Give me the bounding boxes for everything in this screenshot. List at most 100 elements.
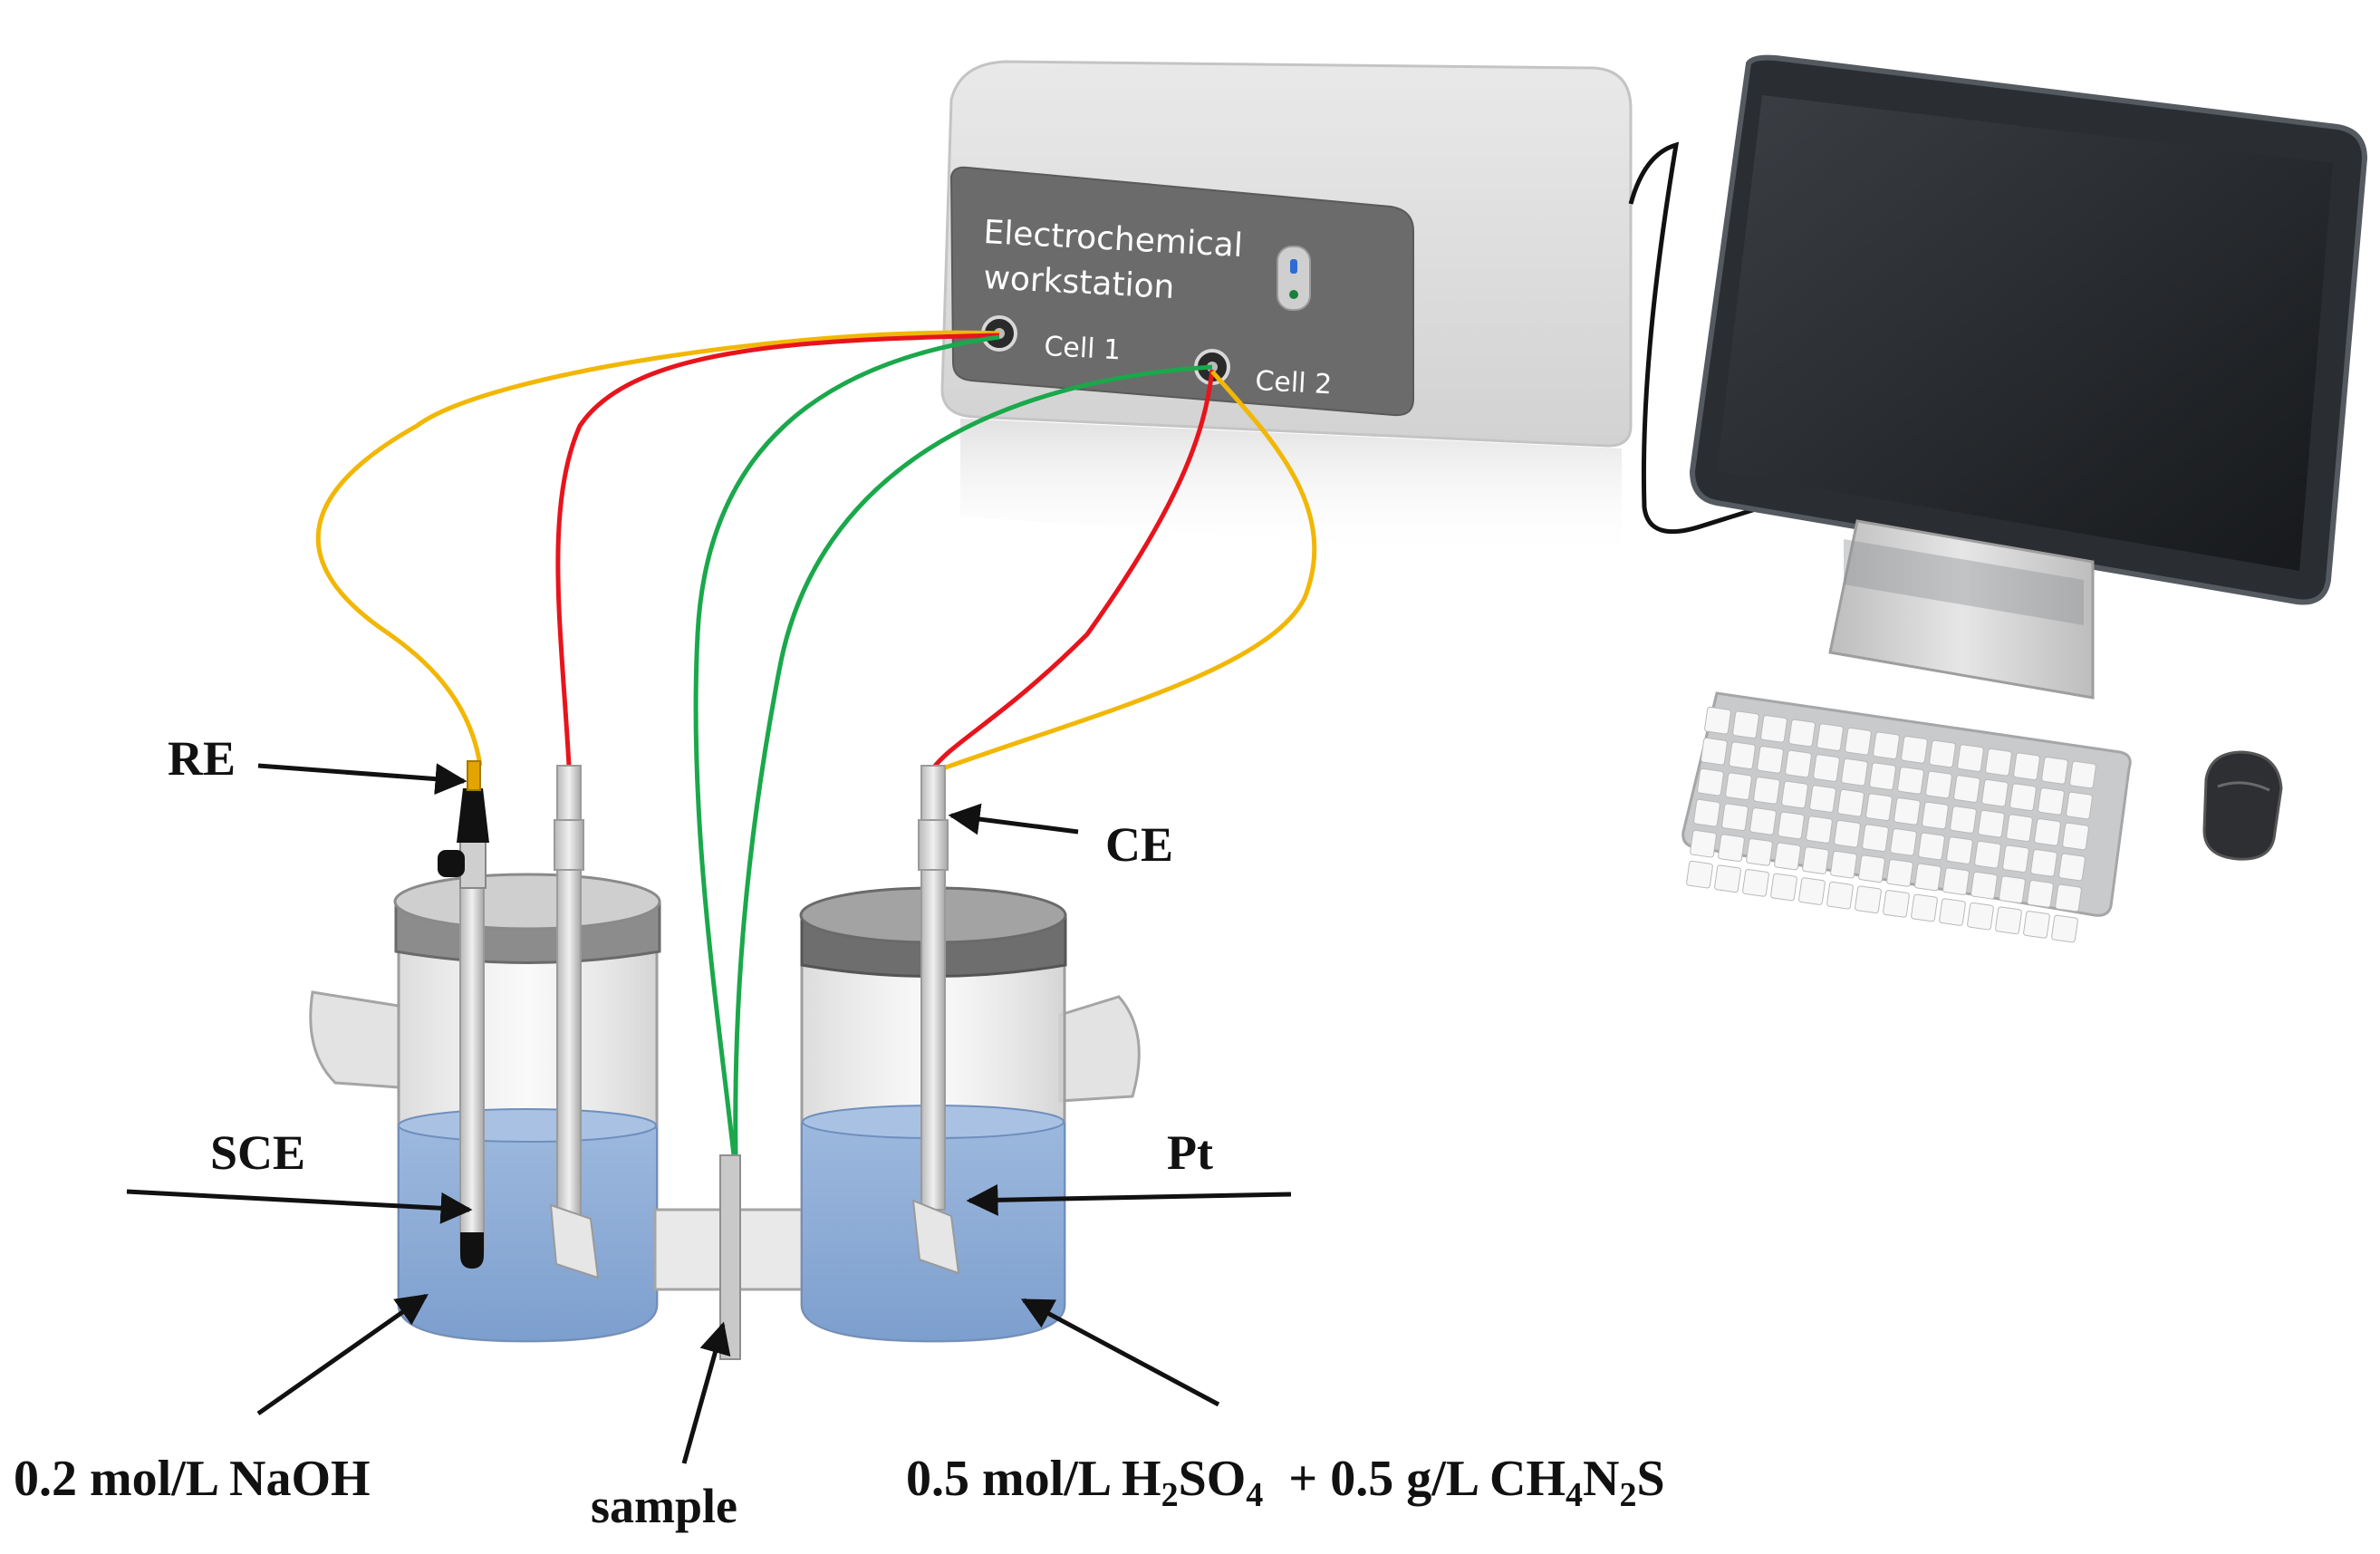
monitor-stand	[1828, 519, 2095, 700]
arrow-naoh	[256, 1293, 429, 1416]
keyboard-key	[1950, 806, 1977, 834]
sample-membrane	[719, 1154, 741, 1360]
arrow-sce	[126, 1189, 473, 1224]
keyboard	[1681, 691, 2132, 943]
keyboard-key	[1778, 811, 1805, 840]
workstation-front-panel	[949, 166, 1414, 417]
keyboard-key	[1802, 846, 1829, 874]
keyboard-key	[2034, 818, 2061, 846]
keyboard-key	[2062, 822, 2089, 851]
keyboard-key	[1725, 772, 1752, 801]
keyboard-key	[2009, 783, 2037, 812]
keyboard-key	[1957, 744, 1984, 772]
sce-tip	[460, 1232, 484, 1269]
electrochemical-workstation: Electrochemical workstation Cell 1 Cell …	[940, 60, 1633, 562]
keyboard-key	[1813, 754, 1840, 782]
cell1-label: Cell 1	[1044, 331, 1122, 366]
keyboard-key	[1774, 842, 1801, 871]
keyboard-key	[1974, 840, 2001, 869]
wire-yellow-cell2	[932, 370, 1317, 775]
wire-green-cell2	[733, 364, 1213, 1156]
mouse	[2202, 750, 2283, 861]
keyboard-key	[1995, 906, 2022, 935]
keyboard-key	[1890, 828, 1917, 856]
keyboard-key	[1911, 893, 1938, 922]
keyboard-key	[1749, 807, 1777, 835]
naoh-solution	[398, 1118, 658, 1343]
keyboard-key	[1806, 816, 1833, 844]
arrow-ce	[948, 803, 1079, 835]
keyboard-key	[1785, 749, 1812, 778]
cell2-label: Cell 2	[1255, 365, 1333, 401]
keyboard-key	[1809, 785, 1836, 813]
keyboard-key	[2023, 911, 2050, 939]
keyboard-key	[1901, 736, 1928, 764]
keyboard-key	[1760, 715, 1787, 743]
keyboard-key	[2051, 914, 2078, 943]
wires	[315, 330, 1317, 1156]
keyboard-key	[1834, 819, 1861, 848]
label-acid: 0.5 mol/L H2SO4 + 0.5 g/L CH4N2S	[906, 1451, 1665, 1514]
label-pt: Pt	[1167, 1125, 1213, 1180]
label-re: RE	[168, 731, 236, 786]
keyboard-key	[1781, 780, 1808, 809]
keyboard-key	[1883, 890, 1910, 918]
keyboard-key	[1757, 746, 1784, 774]
right-electrolytic-cell	[799, 765, 1141, 1343]
arrow-acid	[1020, 1298, 1220, 1407]
keyboard-key	[1970, 871, 1998, 900]
keyboard-key	[1830, 850, 1857, 879]
keyboard-key	[1967, 902, 1994, 931]
keyboard-key	[1862, 824, 1889, 853]
wire-red-cell2	[930, 369, 1215, 770]
keyboard-key	[1690, 829, 1717, 858]
arrow-sample	[681, 1321, 731, 1464]
keyboard-key	[2058, 853, 2086, 882]
keyboard-key	[1729, 741, 1756, 770]
keyboard-key	[1732, 710, 1759, 739]
keyboard-key	[1714, 864, 1741, 893]
left-plate-electrode	[549, 1203, 600, 1279]
wire-yellow-cell1	[315, 330, 1000, 767]
keyboard-key	[1701, 737, 1728, 766]
keyboard-key	[1886, 859, 1913, 887]
keyboard-key	[1697, 767, 1724, 796]
power-indicator-icon	[1277, 246, 1311, 311]
keyboard-key	[1798, 877, 1826, 905]
keyboard-key	[1893, 797, 1921, 825]
keyboard-key	[1985, 748, 2012, 777]
keyboard-key	[2069, 760, 2096, 789]
keyboard-key	[1869, 762, 1896, 791]
keyboard-key	[2055, 883, 2082, 912]
keyboard-key	[1999, 875, 2026, 904]
keyboard-key	[1788, 719, 1816, 748]
keyboard-key	[2030, 849, 2057, 877]
keyboard-key	[1914, 863, 1942, 892]
label-ce: CE	[1105, 817, 1173, 872]
keyboard-key	[1942, 867, 1970, 895]
left-electrolytic-cell	[309, 760, 661, 1343]
keyboard-key	[1865, 793, 1893, 822]
keyboard-key	[1953, 775, 1980, 803]
pt-plate-electrode	[911, 1199, 960, 1275]
keyboard-key	[1721, 803, 1749, 832]
keyboard-key	[1693, 798, 1720, 827]
keyboard-key	[1946, 836, 1973, 864]
keyboard-key	[1873, 731, 1900, 760]
keyboard-key	[1925, 770, 1952, 799]
keyboard-key	[1981, 778, 2009, 807]
wire-red-cell1	[555, 333, 1000, 767]
keyboard-key	[1826, 881, 1854, 910]
salt-bridge	[653, 1154, 806, 1360]
keyboard-key	[1686, 860, 1713, 889]
arrow-re	[257, 763, 467, 796]
keyboard-key	[2041, 757, 2068, 785]
keyboard-key	[1918, 832, 1945, 861]
computer	[1628, 54, 2368, 943]
keyboard-key	[1845, 727, 1872, 756]
keyboard-key	[1858, 854, 1885, 883]
keyboard-key	[1929, 739, 1956, 768]
keyboard-key	[1855, 885, 1882, 914]
keyboard-key	[1816, 723, 1844, 751]
